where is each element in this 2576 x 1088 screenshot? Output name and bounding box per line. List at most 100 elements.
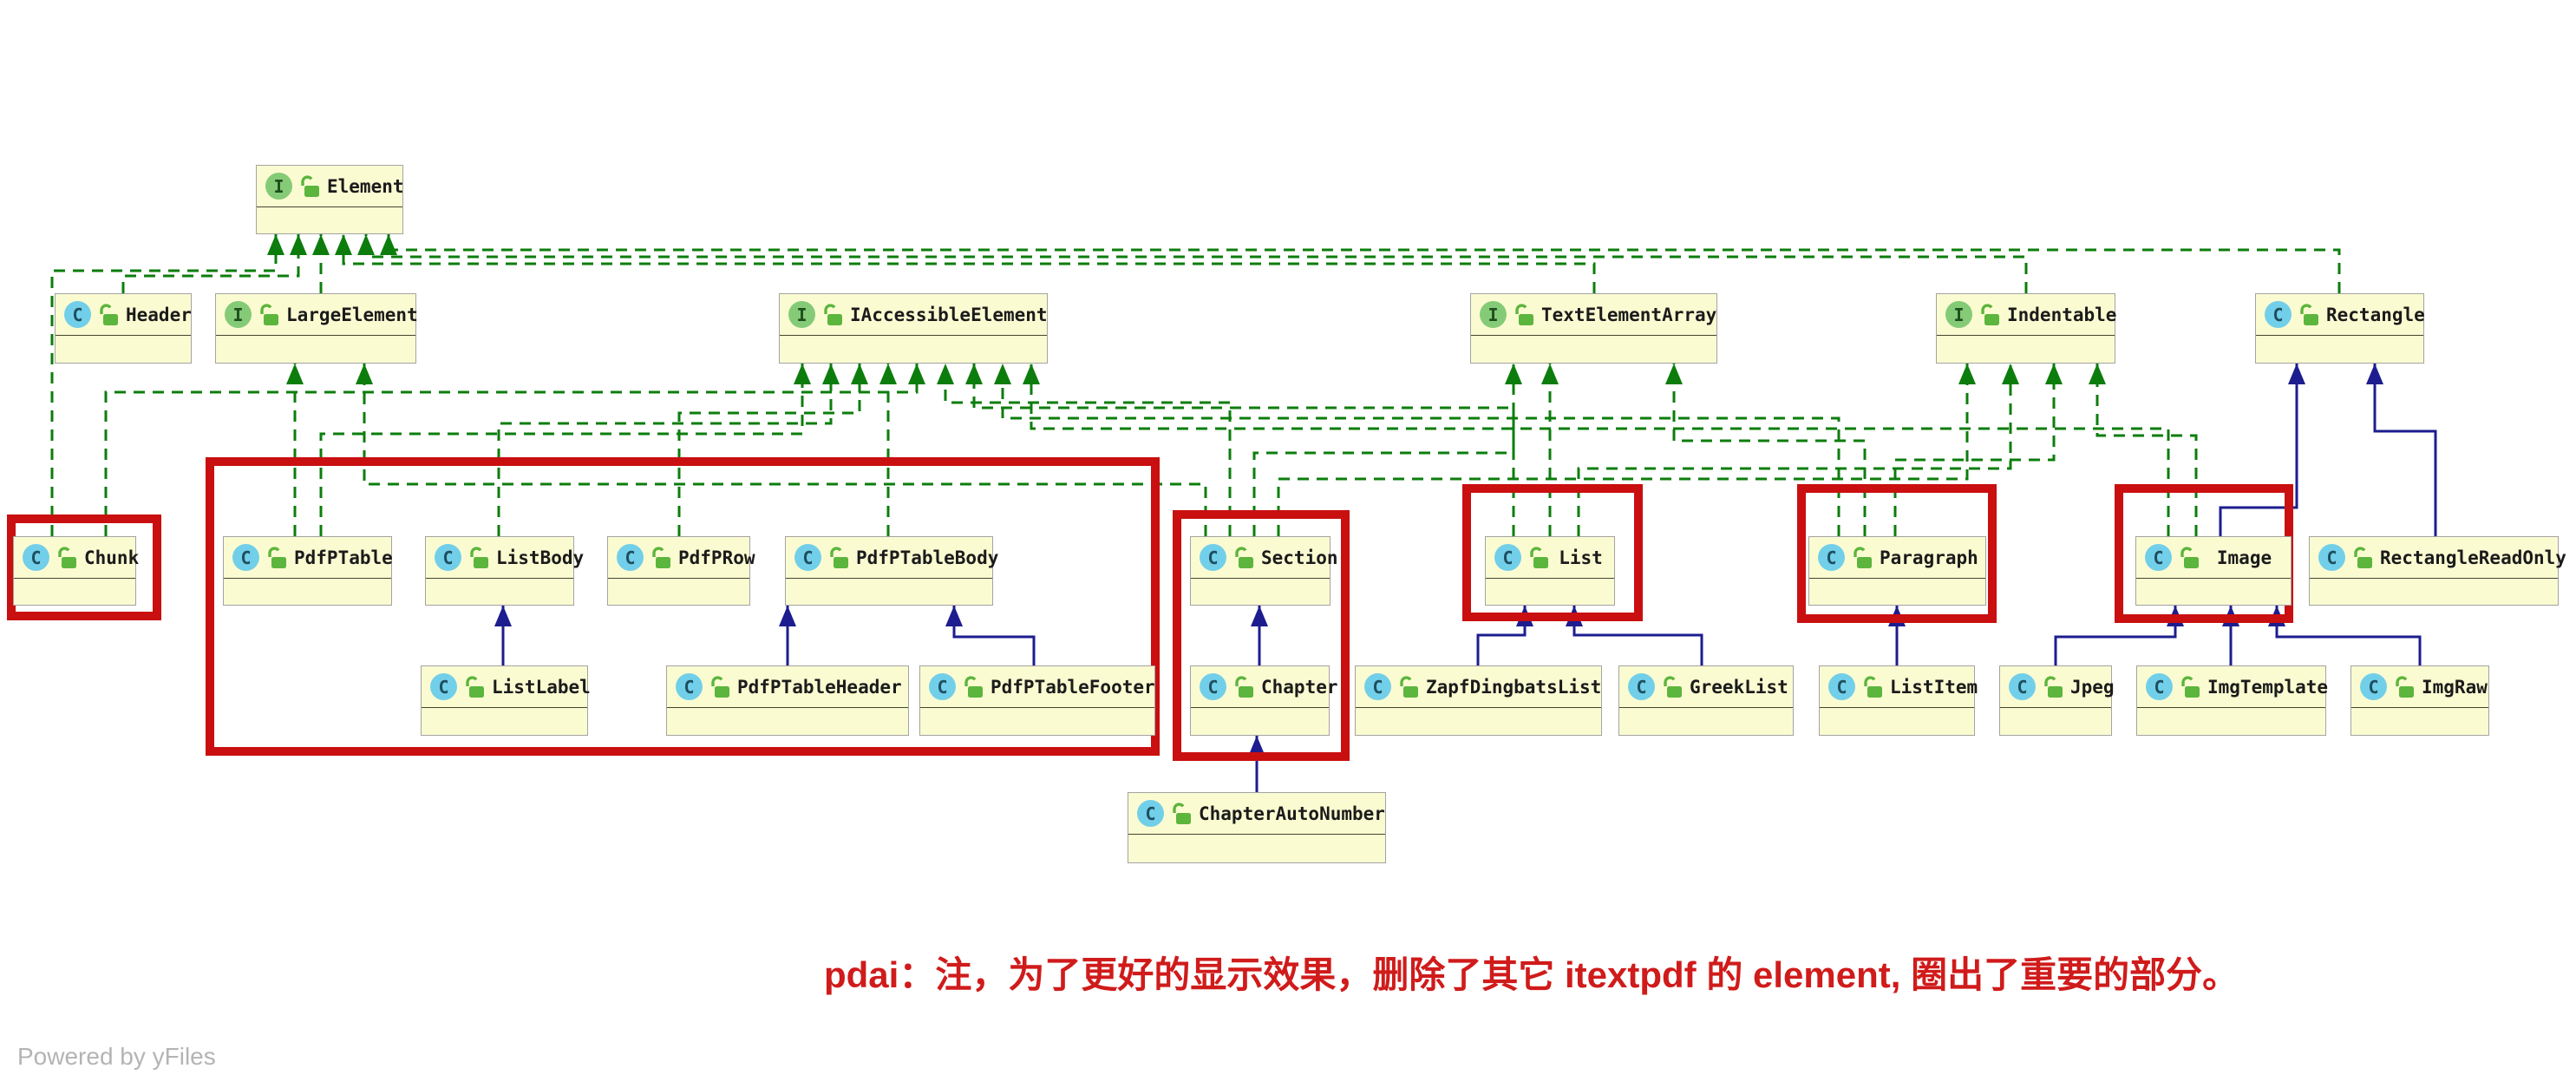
node-attributes-section bbox=[1128, 835, 1385, 861]
class-name-label: PdfPTable bbox=[294, 547, 393, 568]
node-attributes-section bbox=[1191, 708, 1329, 734]
unlocked-icon bbox=[2044, 675, 2063, 698]
unlocked-icon bbox=[652, 546, 670, 568]
unlocked-icon bbox=[1235, 546, 1253, 568]
class-icon: C bbox=[23, 544, 49, 571]
uml-node-iaccessible-element[interactable]: I IAccessibleElement bbox=[779, 293, 1048, 364]
uml-node-image[interactable]: C Image bbox=[2135, 536, 2292, 606]
edge-chunk-to-element bbox=[50, 234, 284, 536]
node-attributes-section bbox=[422, 708, 587, 734]
uml-node-jpeg[interactable]: C Jpeg bbox=[1999, 665, 2115, 736]
node-header: I IAccessibleElement bbox=[780, 294, 1048, 336]
class-name-label: RectangleReadOnly bbox=[2380, 547, 2566, 568]
yfiles-watermark[interactable]: Powered by yFiles bbox=[17, 1043, 216, 1070]
class-icon: C bbox=[2145, 544, 2172, 571]
node-attributes-section bbox=[2137, 708, 2325, 734]
unlocked-icon bbox=[1981, 303, 1999, 325]
node-attributes-section bbox=[608, 579, 749, 605]
node-attributes-section bbox=[1471, 336, 1716, 362]
node-attributes-section bbox=[1937, 336, 2115, 362]
class-icon: C bbox=[2265, 301, 2292, 328]
class-name-label: Header bbox=[126, 304, 192, 325]
node-attributes-section bbox=[920, 708, 1154, 734]
edge-image-to-indentable bbox=[2089, 364, 2198, 536]
uml-node-chunk[interactable]: C Chunk bbox=[13, 536, 140, 606]
class-name-label: Element bbox=[327, 175, 404, 197]
class-icon: C bbox=[794, 544, 821, 571]
class-name-label: Indentable bbox=[2007, 304, 2117, 325]
edge-header-to-element bbox=[121, 234, 307, 293]
unlocked-icon bbox=[1235, 675, 1253, 698]
node-header: C Image bbox=[2136, 537, 2291, 579]
class-icon: C bbox=[1200, 544, 1226, 571]
class-name-label: IAccessibleElement bbox=[850, 304, 1048, 325]
class-icon: C bbox=[2009, 673, 2036, 700]
class-name-label: Chunk bbox=[84, 547, 140, 568]
interface-icon: I bbox=[788, 301, 815, 328]
unlocked-icon bbox=[1515, 303, 1533, 325]
edge-image-to-rectangle bbox=[2219, 364, 2305, 536]
class-name-label: Image bbox=[2216, 547, 2272, 568]
uml-node-rectangle[interactable]: C Rectangle bbox=[2255, 293, 2425, 364]
edge-rectangle-readonly-to-rectangle bbox=[2366, 364, 2437, 536]
node-header: C Rectangle bbox=[2256, 294, 2425, 336]
class-name-label: Jpeg bbox=[2070, 676, 2115, 698]
class-name-label: Chapter bbox=[1261, 676, 1338, 698]
node-attributes-section bbox=[2310, 579, 2558, 605]
unlocked-icon bbox=[2354, 546, 2372, 568]
unlocked-icon bbox=[1173, 802, 1191, 824]
class-name-label: Section bbox=[1261, 547, 1338, 568]
class-name-label: PdfPTableHeader bbox=[737, 676, 902, 698]
node-attributes-section bbox=[14, 579, 135, 605]
node-attributes-section bbox=[257, 207, 402, 233]
class-name-label: GreekList bbox=[1690, 676, 1788, 698]
highlight-rect-pdfptable-group bbox=[206, 457, 1160, 756]
node-attributes-section bbox=[2351, 708, 2488, 734]
uml-node-rectangle-readonly[interactable]: C RectangleReadOnly bbox=[2309, 536, 2566, 606]
class-name-label: ImgTemplate bbox=[2207, 676, 2329, 698]
node-attributes-section bbox=[1191, 579, 1330, 605]
edge-pdfptable-to-iaccessible-element bbox=[319, 364, 811, 536]
uml-node-pdfptableheader[interactable]: C PdfPTableHeader bbox=[666, 665, 909, 736]
class-name-label: ListBody bbox=[496, 547, 585, 568]
class-name-label: ImgRaw bbox=[2422, 676, 2488, 698]
edge-imgraw-to-image bbox=[2268, 606, 2422, 665]
class-icon: C bbox=[1364, 673, 1391, 700]
edge-section-to-iaccessible-element bbox=[937, 364, 1232, 536]
class-icon: C bbox=[676, 673, 703, 700]
class-name-label: ListLabel bbox=[492, 676, 591, 698]
class-icon: C bbox=[2318, 544, 2345, 571]
uml-node-section[interactable]: C Section bbox=[1190, 536, 1338, 606]
class-name-label: LargeElement bbox=[286, 304, 418, 325]
class-name-label: Rectangle bbox=[2326, 304, 2425, 325]
